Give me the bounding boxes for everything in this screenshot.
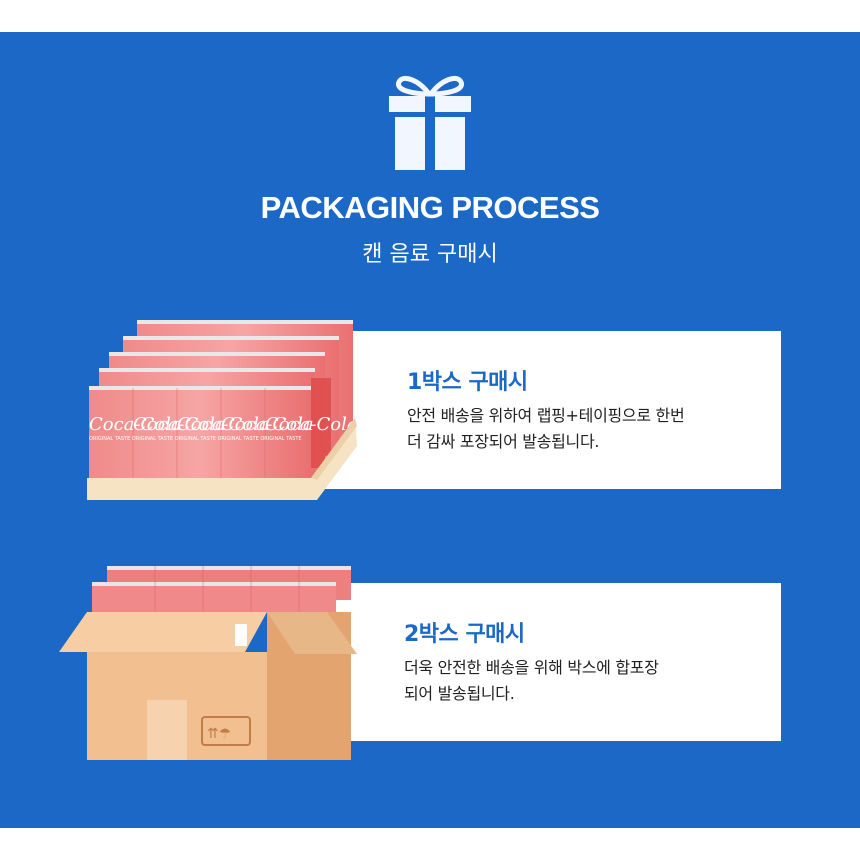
step-title: 2박스 구매시 <box>404 622 525 647</box>
wrapped-can-tray-illustration: Coca-Cola Coca-Cola Coca-Cola Coca-Cola … <box>87 320 358 500</box>
page-title: PACKAGING PROCESS <box>260 190 600 225</box>
svg-text:Coca-Cola: Coca-Cola <box>133 414 226 435</box>
svg-text:ORIGINAL TASTE ORIGINAL TASTE: ORIGINAL TASTE ORIGINAL TASTE ORIGINAL T… <box>89 436 302 442</box>
step-description: 안전 배송을 위하여 랩핑+테이핑으로 한번 더 감싸 포장되어 발송됩니다. <box>407 406 685 451</box>
svg-text:Coca-Cola: Coca-Cola <box>89 414 182 435</box>
page-subtitle: 캔 음료 구매시 <box>362 242 498 267</box>
svg-text:Coca-Cola: Coca-Cola <box>221 414 314 435</box>
svg-text:Coca-Cola: Coca-Cola <box>265 414 358 435</box>
step-description: 더욱 안전한 배송을 위해 박스에 합포장 되어 발송됩니다. <box>404 658 659 703</box>
svg-text:Coca-Cola: Coca-Cola <box>177 414 270 435</box>
open-cardboard-box-illustration: ⇈☂ <box>59 566 357 760</box>
svg-text:⇈☂: ⇈☂ <box>207 726 231 742</box>
gift-icon <box>389 76 471 170</box>
step-title: 1박스 구매시 <box>407 370 528 395</box>
step-card-2: 2박스 구매시 더욱 안전한 배송을 위해 박스에 합포장 되어 발송됩니다. <box>300 583 781 741</box>
step-card-1: 1박스 구매시 안전 배송을 위하여 랩핑+테이핑으로 한번 더 감싸 포장되어… <box>290 331 781 489</box>
